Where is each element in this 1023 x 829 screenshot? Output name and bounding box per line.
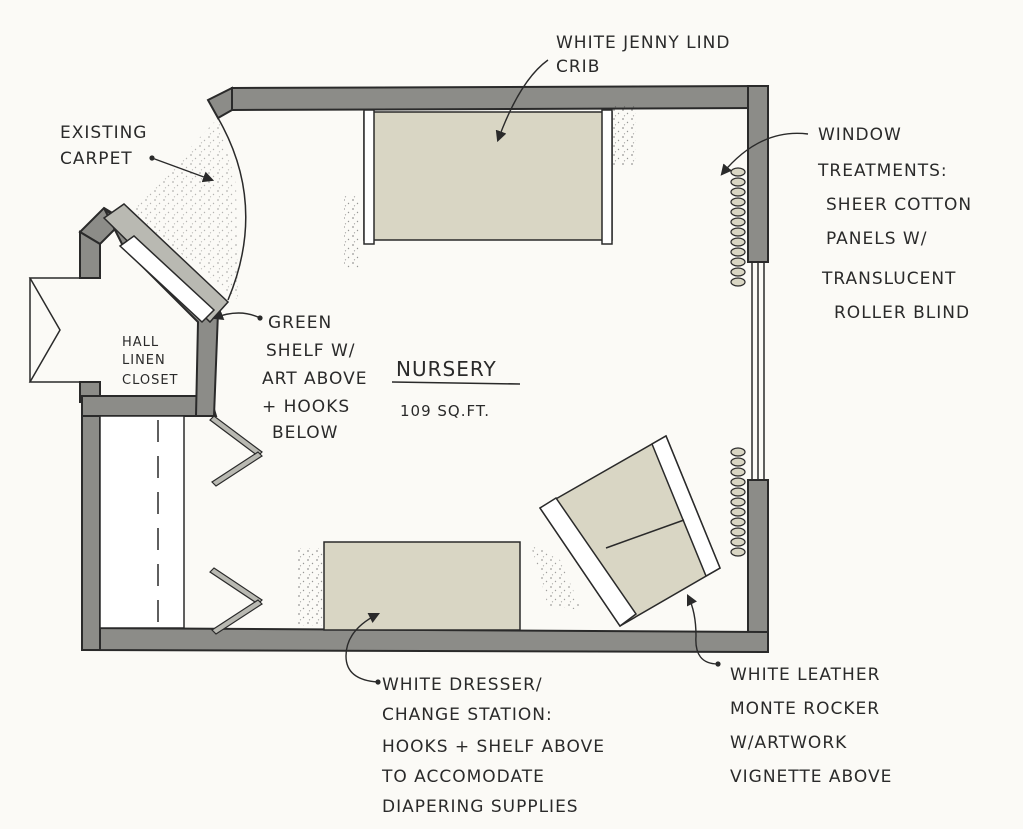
note-line: TRANSLUCENT [821, 269, 956, 289]
closet-label-line: HALL [122, 335, 159, 350]
note-line: ART ABOVE [262, 369, 367, 389]
note-line: SHEER COTTON [826, 195, 972, 215]
note-crib: WHITE JENNY LIND CRIB [556, 33, 730, 77]
rocker [530, 434, 721, 628]
note-window: WINDOW TREATMENTS: SHEER COTTON PANELS W… [817, 125, 972, 323]
note-line: GREEN [268, 313, 332, 333]
bottom-wall [81, 626, 769, 654]
note-line: WHITE JENNY LIND [556, 33, 730, 53]
closet-label-line: CLOSET [122, 373, 179, 388]
room-area: 109 SQ.FT. [400, 402, 490, 420]
note-line: MONTE ROCKER [730, 699, 880, 719]
leader-window [720, 132, 809, 176]
leader-dresser [345, 612, 381, 683]
note-line: + HOOKS [262, 397, 350, 417]
curtain-panel-upper [730, 167, 746, 287]
note-line: CARPET [60, 149, 133, 169]
note-line: CHANGE STATION: [382, 705, 553, 725]
note-line: CRIB [556, 57, 600, 77]
note-line: PANELS W/ [826, 229, 927, 249]
bifold-door-lower [209, 567, 263, 635]
leader-carpet [151, 157, 215, 183]
note-line: VIGNETTE ABOVE [730, 767, 892, 787]
note-line: W/ARTWORK [730, 733, 847, 753]
note-line: EXISTING [60, 123, 147, 143]
closet-bottom-wall [81, 395, 218, 417]
closet-doors [28, 277, 80, 383]
note-line: SHELF W/ [266, 341, 356, 361]
note-line: BELOW [272, 423, 338, 443]
note-shelf: GREEN SHELF W/ ART ABOVE + HOOKS BELOW [262, 313, 367, 443]
closet-label: HALL LINEN CLOSET [122, 335, 179, 388]
note-line: WHITE LEATHER [730, 665, 880, 685]
crib [344, 106, 636, 268]
note-line: HOOKS + SHELF ABOVE [382, 737, 605, 757]
note-line: WINDOW [818, 125, 902, 145]
note-line: TREATMENTS: [817, 161, 948, 181]
dresser [296, 541, 521, 631]
leader-lines [151, 59, 809, 683]
note-rocker: WHITE LEATHER MONTE ROCKER W/ARTWORK VIG… [730, 665, 892, 787]
room-title: NURSERY [396, 357, 497, 381]
left-wall-lower [81, 401, 101, 651]
note-dresser: WHITE DRESSER/ CHANGE STATION: HOOKS + S… [381, 675, 605, 817]
door-jamb-wall [206, 86, 233, 120]
closet-left-wall [79, 230, 101, 279]
right-wall-upper [747, 85, 769, 263]
curtain-panel-lower [730, 447, 746, 557]
right-wall-lower [747, 479, 769, 649]
note-line: TO ACCOMODATE [381, 767, 545, 787]
note-line: WHITE DRESSER/ [382, 675, 543, 695]
leader-crib [495, 59, 549, 143]
leader-rocker [686, 593, 719, 665]
window [751, 262, 765, 480]
note-line: DIAPERING SUPPLIES [382, 797, 579, 817]
closet-label-line: LINEN [122, 353, 166, 368]
note-carpet: EXISTING CARPET [60, 123, 147, 169]
hall-closet-lower [99, 415, 185, 629]
leader-shelf [211, 309, 261, 321]
top-wall [231, 84, 770, 112]
bifold-door-upper [209, 415, 263, 487]
note-line: ROLLER BLIND [834, 303, 970, 323]
